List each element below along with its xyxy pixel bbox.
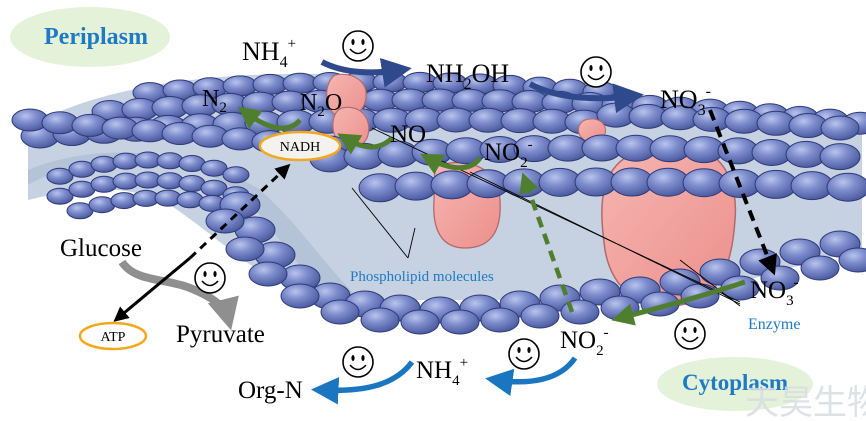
- species-glucose: Glucose: [60, 235, 142, 262]
- species-no2-bottom: NO2-: [560, 325, 609, 359]
- species-no3-top: NO3-: [660, 83, 711, 119]
- smiley-icon: [580, 56, 612, 88]
- phospholipid-head: [222, 166, 250, 184]
- phospholipid-head: [225, 236, 265, 262]
- arrow-nh4-to-nh2oh: [320, 58, 412, 88]
- smiley-icon: [342, 30, 374, 62]
- phospholipid-head: [320, 299, 360, 325]
- periplasm-label: Periplasm: [44, 24, 148, 50]
- arrow-no2-to-nh4: [485, 356, 578, 397]
- phospholipid-head: [820, 115, 860, 141]
- species-nh4-bottom: NH4+: [416, 355, 468, 389]
- phospholipid-head: [46, 187, 74, 205]
- smiley-icon: [194, 262, 226, 294]
- smiley-icon: [342, 346, 374, 378]
- nadh-badge-ring: [258, 130, 342, 162]
- phospholipid-head: [46, 167, 74, 185]
- arrow-no-to-n2o: [337, 133, 394, 155]
- smiley-icon: [674, 318, 706, 350]
- phospholipid-head: [480, 307, 520, 333]
- atp-badge-ring: [78, 321, 148, 351]
- phospholipid-head: [205, 208, 245, 234]
- arrow-glucose-to-pyruvate: [118, 259, 239, 331]
- arrow-nh4-to-orgn: [311, 360, 415, 405]
- watermark-logo: 天昊生物: [745, 384, 866, 421]
- arrow-no2-transport: [519, 172, 575, 313]
- phospholipid-head: [360, 307, 400, 333]
- species-nh4-top: NH4+: [242, 36, 296, 71]
- arrow-no3-transport: [708, 109, 777, 276]
- phospholipid-head: [826, 172, 866, 202]
- species-nh2oh: NH2OH: [426, 59, 509, 93]
- cytoplasm-label: Cytoplasm: [682, 370, 788, 395]
- species-no3-bottom: NO3-: [750, 275, 799, 309]
- phospholipid-head: [838, 247, 866, 273]
- phospholipid-head: [156, 172, 184, 190]
- arrow-nh2oh-to-no3: [528, 81, 644, 114]
- smiley-icons: [194, 30, 706, 378]
- smiley-icon: [508, 338, 540, 370]
- phospholipid-head: [200, 159, 228, 177]
- phospholipid-head: [280, 283, 320, 309]
- cytoplasm-region: [657, 357, 813, 411]
- phospholipid-head: [252, 73, 288, 95]
- nadh-badge-text: NADH: [280, 140, 320, 155]
- arrow-no3-to-no2: [611, 279, 746, 326]
- phospholipid-head: [520, 303, 560, 329]
- species-org-n: Org-N: [238, 377, 303, 404]
- phospholipid-head: [819, 143, 861, 171]
- atp-badge-text: ATP: [101, 330, 126, 345]
- species-n2o: N2O: [300, 90, 342, 120]
- phospholipid-head: [156, 152, 184, 170]
- phospholipid-label: Phospholipid molecules: [350, 269, 494, 285]
- species-no2-top: NO2-: [484, 137, 533, 171]
- arrow-n2o-to-n2: [237, 106, 302, 131]
- phospholipid-head: [248, 261, 288, 287]
- arrow-to-nadh: [188, 163, 291, 260]
- enzyme-label: Enzyme: [748, 316, 800, 333]
- phospholipid-head: [800, 255, 840, 281]
- periplasm-region: [10, 7, 170, 67]
- species-pyruvate: Pyruvate: [176, 321, 265, 348]
- phospholipid-head: [400, 309, 440, 335]
- arrow-no2-to-no: [420, 153, 483, 175]
- species-no: NO: [390, 121, 426, 148]
- phospholipid-head: [440, 309, 480, 335]
- arrow-to-atp: [113, 256, 191, 322]
- species-n2: N2: [202, 86, 227, 116]
